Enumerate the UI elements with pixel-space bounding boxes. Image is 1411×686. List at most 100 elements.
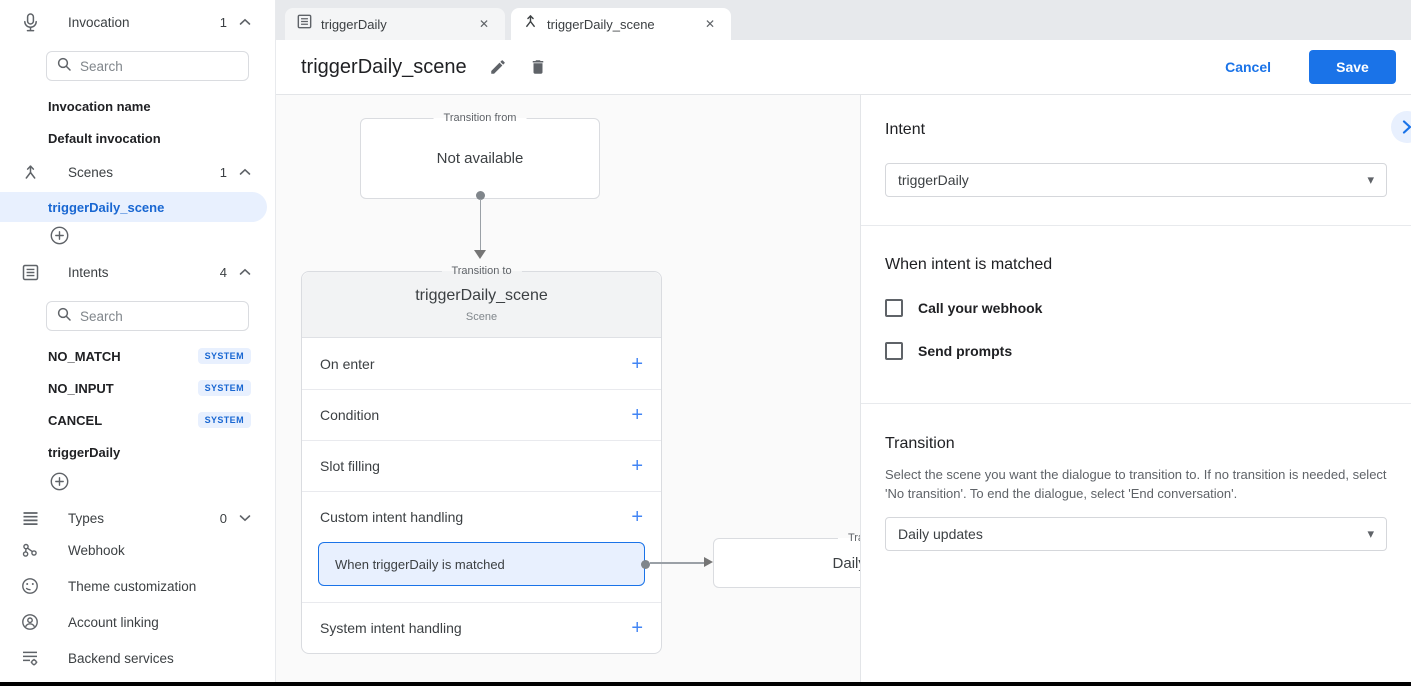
row-label: System intent handling <box>320 620 462 636</box>
sidebar-item-triggerdaily-scene[interactable]: triggerDaily_scene <box>0 192 267 222</box>
scene-row-on-enter[interactable]: On enter + <box>302 338 661 389</box>
scene-node-title: triggerDaily_scene <box>415 287 548 304</box>
search-input[interactable] <box>80 308 220 324</box>
row-label: Condition <box>320 407 380 423</box>
sidebar: Invocation 1 Invocation name Default inv… <box>0 0 276 682</box>
sidebar-item-theme-customization[interactable]: Theme customization <box>0 568 275 604</box>
chevron-up-icon[interactable] <box>239 168 251 176</box>
matched-intent-item[interactable]: When triggerDaily is matched <box>318 542 650 586</box>
connector-dot <box>641 559 650 569</box>
connector-line-horizontal <box>650 562 705 564</box>
sidebar-section-scenes[interactable]: Scenes 1 <box>0 158 275 186</box>
chevron-up-icon[interactable] <box>239 18 251 26</box>
edit-pencil-icon[interactable] <box>489 58 507 76</box>
add-circle-icon <box>50 226 69 250</box>
intent-select-value: triggerDaily <box>898 172 969 188</box>
scene-row-slot-filling[interactable]: Slot filling + <box>302 440 661 491</box>
delete-trash-icon[interactable] <box>529 58 547 76</box>
add-icon[interactable]: + <box>631 506 643 528</box>
item-label: triggerDaily <box>48 444 121 460</box>
scene-node[interactable]: Transition to triggerDaily_scene Scene O… <box>301 265 662 654</box>
add-icon[interactable]: + <box>631 617 643 639</box>
scene-row-custom-intent-handling[interactable]: Custom intent handling + <box>302 491 661 542</box>
scene-row-condition[interactable]: Condition + <box>302 389 661 440</box>
palette-icon <box>20 576 40 596</box>
services-gear-icon <box>20 648 40 668</box>
section-count: 1 <box>219 164 227 180</box>
sidebar-item-invocation-name[interactable]: Invocation name <box>0 90 275 122</box>
add-intent-button[interactable] <box>0 468 275 500</box>
checkbox-unchecked[interactable] <box>885 299 903 317</box>
add-scene-button[interactable] <box>0 222 275 254</box>
sidebar-item-account-linking[interactable]: Account linking <box>0 604 275 640</box>
matched-intent-label: When triggerDaily is matched <box>335 556 505 572</box>
transition-from-text: Not available <box>436 150 524 167</box>
arrowhead-down-icon <box>474 250 486 259</box>
sidebar-item-triggerdaily[interactable]: triggerDaily <box>0 436 275 468</box>
panel-divider <box>861 403 1411 404</box>
microphone-icon <box>20 12 40 32</box>
checkbox-unchecked[interactable] <box>885 342 903 360</box>
transition-description: Select the scene you want the dialogue t… <box>885 467 1387 501</box>
send-prompts-checkbox-row[interactable]: Send prompts <box>885 342 1387 360</box>
scene-node-subtitle: Scene <box>465 311 498 323</box>
invocation-search[interactable] <box>46 51 249 81</box>
row-label: Slot filling <box>320 458 380 474</box>
transition-from-legend: Transition from <box>433 112 527 124</box>
add-icon[interactable]: + <box>631 352 643 375</box>
search-icon <box>57 307 71 326</box>
checkbox-label: Send prompts <box>918 343 1013 359</box>
scene-split-icon <box>20 162 40 182</box>
section-count: 0 <box>219 510 227 526</box>
row-label: Custom intent handling <box>320 509 464 525</box>
sidebar-item-webhook[interactable]: Webhook <box>0 532 275 568</box>
transition-from-node[interactable]: Transition from Not available <box>360 112 600 199</box>
add-icon[interactable]: + <box>631 404 643 426</box>
intent-select[interactable]: triggerDaily ▾ <box>885 163 1387 197</box>
add-icon[interactable]: + <box>631 455 643 477</box>
sidebar-item-no-match[interactable]: NO_MATCH SYSTEM <box>0 340 275 372</box>
search-icon <box>57 57 71 76</box>
save-button[interactable]: Save <box>1309 50 1396 84</box>
cancel-button[interactable]: Cancel <box>1225 59 1271 75</box>
sidebar-section-types[interactable]: Types 0 <box>0 504 275 532</box>
tab-triggerdaily-scene[interactable]: triggerDaily_scene ✕ <box>511 8 731 40</box>
sidebar-item-cancel[interactable]: CANCEL SYSTEM <box>0 404 275 436</box>
sidebar-item-default-invocation[interactable]: Default invocation <box>0 122 275 154</box>
panel-divider <box>861 225 1411 226</box>
sidebar-section-intents[interactable]: Intents 4 <box>0 258 275 286</box>
sidebar-item-backend-services[interactable]: Backend services <box>0 640 275 676</box>
intents-search[interactable] <box>46 301 249 331</box>
tab-triggerdaily[interactable]: triggerDaily ✕ <box>285 8 505 40</box>
call-webhook-checkbox-row[interactable]: Call your webhook <box>885 299 1387 317</box>
section-label: Scenes <box>68 164 114 180</box>
daily-updates-node[interactable]: Transition to Daily updates <box>713 532 860 588</box>
chevron-up-icon[interactable] <box>239 268 251 276</box>
item-label: CANCEL <box>48 412 103 428</box>
transition-select[interactable]: Daily updates ▾ <box>885 517 1387 551</box>
section-count: 1 <box>219 14 227 30</box>
add-circle-icon <box>50 472 69 496</box>
tab-label: triggerDaily_scene <box>547 16 655 32</box>
close-icon[interactable]: ✕ <box>478 17 489 31</box>
close-icon[interactable]: ✕ <box>704 17 715 31</box>
link-label: Backend services <box>68 650 174 666</box>
item-label: Invocation name <box>48 98 151 114</box>
bottom-black-bar <box>0 682 1411 686</box>
scene-row-system-intent-handling[interactable]: System intent handling + <box>302 602 661 653</box>
search-input[interactable] <box>80 58 220 74</box>
section-label: Types <box>68 510 105 526</box>
sidebar-item-no-input[interactable]: NO_INPUT SYSTEM <box>0 372 275 404</box>
dropdown-arrow-icon: ▾ <box>1367 172 1374 187</box>
page-header: triggerDaily_scene Cancel Save <box>276 40 1411 95</box>
row-label: On enter <box>320 355 375 372</box>
chevron-down-icon[interactable] <box>239 514 251 522</box>
transition-select-value: Daily updates <box>898 526 983 542</box>
collapse-panel-button[interactable] <box>1391 111 1411 143</box>
arrowhead-right-icon <box>704 557 713 567</box>
sidebar-section-invocation[interactable]: Invocation 1 <box>0 8 275 36</box>
main-area: triggerDaily ✕ triggerDaily_scene ✕ trig… <box>276 0 1411 682</box>
scene-diagram-canvas[interactable]: Transition from Not available Transition… <box>276 95 860 682</box>
tab-strip: triggerDaily ✕ triggerDaily_scene ✕ <box>276 0 1411 40</box>
